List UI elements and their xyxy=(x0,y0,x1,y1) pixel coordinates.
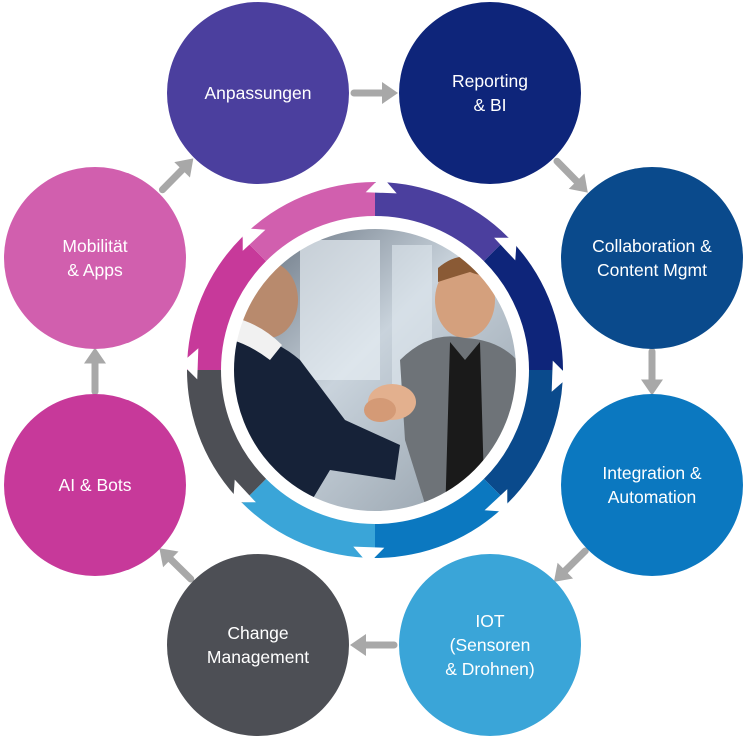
node-circle xyxy=(399,2,581,184)
ring-segment xyxy=(375,478,508,558)
node-label: AI & Bots xyxy=(59,475,132,495)
flow-arrow xyxy=(350,82,398,104)
node-anpassungen: Anpassungen xyxy=(167,2,349,184)
node-label: & Apps xyxy=(67,260,123,280)
node-label: & BI xyxy=(473,95,506,115)
ring-segment xyxy=(375,182,508,262)
ring-notch xyxy=(484,489,508,512)
ring-segment xyxy=(483,370,563,503)
ring-segment xyxy=(242,182,375,262)
ring-segment xyxy=(187,370,267,503)
node-iot: IOT (Sensoren & Drohnen) xyxy=(399,554,581,736)
node-label: (Sensoren xyxy=(450,635,531,655)
ring-notch xyxy=(365,176,397,194)
node-integration: Integration & Automation xyxy=(561,394,743,576)
ring-notch xyxy=(242,228,266,251)
ring-notch xyxy=(233,479,256,503)
node-label: Anpassungen xyxy=(204,83,311,103)
ring-notch xyxy=(494,237,517,261)
node-label: & Drohnen) xyxy=(445,659,535,679)
flow-arrow xyxy=(553,547,589,582)
ring-segment xyxy=(242,478,375,558)
node-reporting-bi: Reporting & BI xyxy=(399,2,581,184)
node-circle xyxy=(561,167,743,349)
ring-notch xyxy=(181,348,199,380)
node-label: Reporting xyxy=(452,71,528,91)
node-label: Automation xyxy=(608,487,697,507)
flow-arrow xyxy=(159,548,195,583)
node-mobilitaet: Mobilität & Apps xyxy=(4,167,186,349)
flow-arrow xyxy=(84,347,106,395)
node-circle xyxy=(399,554,581,736)
node-label: Management xyxy=(207,647,309,667)
node-label: IOT xyxy=(475,611,504,631)
node-ai-bots: AI & Bots xyxy=(4,394,186,576)
node-circle xyxy=(167,554,349,736)
flow-arrows xyxy=(84,82,663,656)
node-circle xyxy=(4,167,186,349)
ring-segment xyxy=(483,237,563,370)
ring-notch xyxy=(551,360,569,392)
node-circle xyxy=(561,394,743,576)
node-label: Content Mgmt xyxy=(597,260,707,280)
flow-arrow xyxy=(158,158,194,194)
node-label: Change xyxy=(227,623,288,643)
ring-notch xyxy=(353,546,385,564)
node-label: Mobilität xyxy=(62,236,127,256)
flow-arrow xyxy=(641,348,663,396)
node-circle xyxy=(167,2,349,184)
node-label: Collaboration & xyxy=(592,236,712,256)
node-label: Integration & xyxy=(602,463,702,483)
ring-segment xyxy=(187,237,267,370)
node-circle xyxy=(4,394,186,576)
flow-arrow xyxy=(350,634,398,656)
node-collaboration: Collaboration & Content Mgmt xyxy=(561,167,743,349)
flow-arrow xyxy=(553,157,588,193)
